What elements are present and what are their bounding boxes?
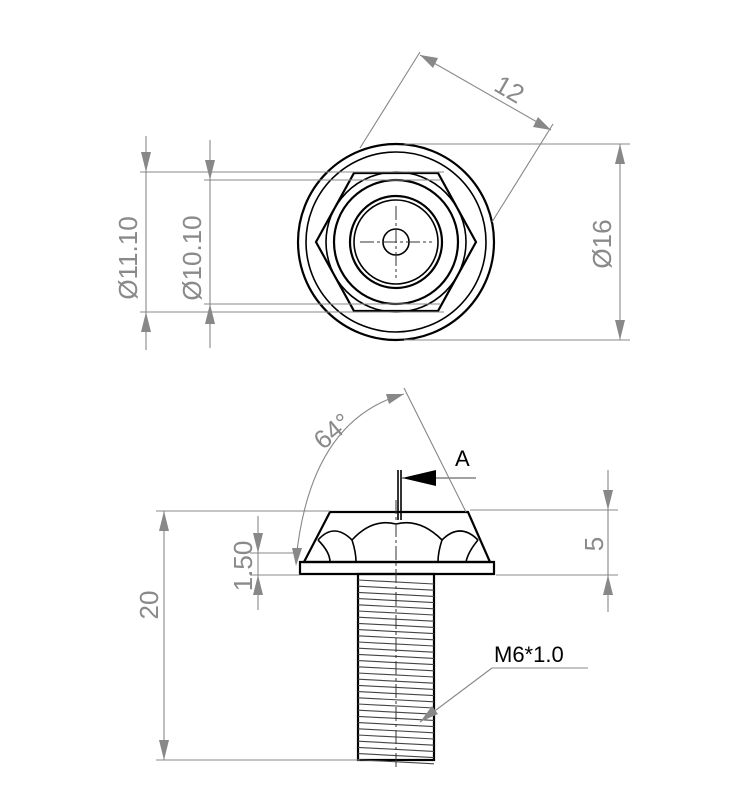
dim-diameter-16: Ø16 (404, 143, 630, 341)
thread-line (357, 697, 435, 703)
section-arrow (402, 470, 436, 486)
thread-line (357, 703, 435, 709)
dim-label-diameter-11-10: Ø11.10 (113, 216, 143, 299)
dim-flange-thickness: 1.50 (228, 516, 300, 610)
dim-diameter-11-10: Ø11.10 (113, 136, 444, 350)
thread-line (357, 678, 435, 684)
dim-total-length: 20 (134, 510, 360, 761)
dim-label-12: 12 (489, 69, 529, 109)
flange-outline (298, 560, 496, 576)
thread-callout: M6*1.0 (419, 642, 588, 723)
outer-flange-circle (296, 142, 496, 342)
dim-label-total-length: 20 (134, 591, 164, 620)
thread-line (357, 610, 435, 616)
head-serrations (317, 521, 479, 541)
hex-outline (314, 171, 478, 313)
dim-diameter-10-10: Ø10.10 (177, 140, 440, 348)
dim-label-diameter-16: Ø16 (587, 219, 617, 268)
thread-line (357, 629, 435, 635)
dim-label-flange-thickness: 1.50 (228, 541, 258, 592)
thread-spec-label: M6*1.0 (494, 642, 564, 667)
head-flutes (317, 539, 479, 563)
head-outline (302, 510, 492, 564)
shank-circle (348, 194, 444, 290)
dim-label-head-height: 5 (579, 537, 609, 551)
dim-head-height: 5 (470, 470, 618, 612)
side-view (298, 500, 496, 770)
thread-line (357, 635, 435, 641)
section-label-a: A (455, 446, 470, 471)
flange-inner-circle (305, 151, 487, 333)
thread-line (357, 604, 435, 610)
section-marker-a: A (397, 446, 476, 520)
dim-label-angle-64: 64° (308, 407, 357, 455)
shank-inner-circle (353, 199, 439, 285)
top-view (296, 142, 496, 342)
dim-label-diameter-10-10: Ø10.10 (177, 215, 207, 300)
